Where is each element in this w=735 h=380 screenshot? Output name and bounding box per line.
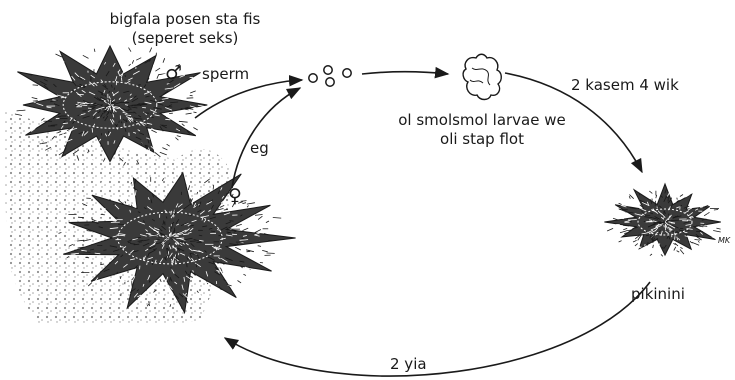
larva-icon	[463, 54, 501, 99]
female-symbol: ♀	[228, 187, 242, 206]
artist-initials: MK	[718, 236, 731, 245]
male-symbol: ♂	[165, 64, 182, 83]
egg-label: eg	[250, 139, 269, 158]
eggs-icon	[309, 66, 351, 86]
arrow-eggs-to-larva	[362, 72, 448, 74]
adults-title-line2: (seperet seks)	[95, 29, 275, 48]
larva-duration-label: 2 kasem 4 wik	[571, 76, 679, 95]
adults-title-line1: bigfala posen sta fis	[95, 10, 275, 29]
larvae-label: ol smolsmol larvae we oli stap flot	[367, 111, 597, 149]
juvenile-label: pikinini	[631, 285, 685, 304]
arrow-sperm-to-eggs	[195, 80, 302, 118]
larvae-label-line2: oli stap flot	[367, 130, 597, 149]
juvenile-starfish	[604, 184, 722, 256]
arrow-egg-to-eggs	[232, 88, 300, 188]
adults-title: bigfala posen sta fis (seperet seks)	[95, 10, 275, 48]
juvenile-duration-label: 2 yia	[390, 355, 427, 374]
sperm-label: sperm	[202, 65, 249, 84]
larvae-label-line1: ol smolsmol larvae we	[367, 111, 597, 130]
arrow-juvenile-to-adult	[225, 282, 650, 376]
